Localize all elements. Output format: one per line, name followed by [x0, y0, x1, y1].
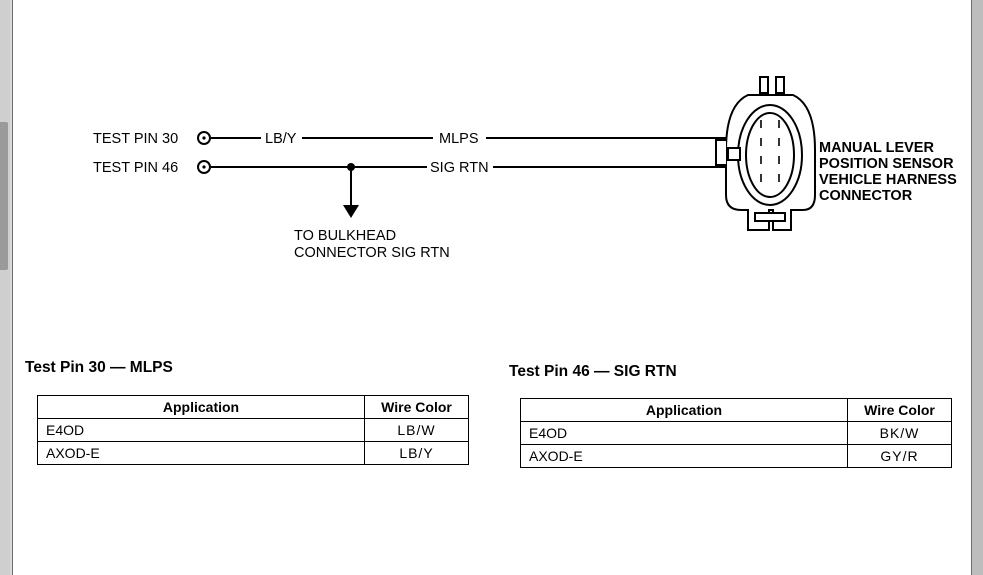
bulkhead-note-line-2: CONNECTOR SIG RTN — [294, 245, 450, 261]
table-title-pin-30: Test Pin 30 — MLPS — [25, 359, 173, 376]
wire-color-cell: LB/Y — [364, 441, 469, 465]
bulkhead-note-line-1: TO BULKHEAD — [294, 228, 396, 244]
application-cell: AXOD-E — [520, 444, 848, 468]
wire-color-cell: GY/R — [847, 444, 952, 468]
scrollbar-thumb[interactable] — [0, 122, 8, 270]
connector-label-line-2: POSITION SENSOR — [819, 156, 954, 172]
connector-label-line-3: VEHICLE HARNESS — [819, 172, 957, 188]
right-gutter — [972, 0, 983, 575]
application-cell: AXOD-E — [37, 441, 365, 465]
wire-color-table-pin-30: Application Wire Color E4OD LB/W AXOD-E … — [37, 395, 469, 465]
wire-color-label: LB/Y — [265, 131, 297, 147]
connector-label-line-1: MANUAL LEVER — [819, 140, 934, 156]
wire-color-cell: BK/W — [847, 421, 952, 445]
connector-label: MANUAL LEVER POSITION SENSOR VEHICLE HAR… — [819, 140, 957, 204]
test-pin-46-terminal — [197, 160, 211, 174]
sig-rtn-label: SIG RTN — [430, 160, 489, 176]
table-title-pin-46: Test Pin 46 — SIG RTN — [509, 363, 677, 380]
table-row: AXOD-E GY/R — [520, 444, 952, 468]
column-header-application: Application — [520, 398, 848, 422]
document-page: TEST PIN 30 TEST PIN 46 LB/Y MLPS SIG RT… — [12, 0, 972, 575]
wire-color-cell: LB/W — [364, 418, 469, 442]
test-pin-30-label: TEST PIN 30 — [93, 131, 178, 147]
left-scroll-gutter — [0, 0, 10, 575]
test-pin-46-label: TEST PIN 46 — [93, 160, 178, 176]
column-header-application: Application — [37, 395, 365, 419]
table-row: E4OD BK/W — [520, 421, 952, 445]
table-header-row: Application Wire Color — [520, 398, 952, 422]
application-cell: E4OD — [37, 418, 365, 442]
table-header-row: Application Wire Color — [37, 395, 469, 419]
connector-label-line-4: CONNECTOR — [819, 188, 913, 204]
application-cell: E4OD — [520, 421, 848, 445]
mlps-connector-icon — [715, 76, 816, 231]
table-row: AXOD-E LB/Y — [37, 441, 469, 465]
table-row: E4OD LB/W — [37, 418, 469, 442]
wiring-diagram: TEST PIN 30 TEST PIN 46 LB/Y MLPS SIG RT… — [93, 76, 957, 261]
splice-to-bulkhead — [343, 163, 359, 218]
mlps-label: MLPS — [439, 131, 479, 147]
column-header-wire-color: Wire Color — [364, 395, 469, 419]
wire-color-table-pin-46: Application Wire Color E4OD BK/W AXOD-E … — [520, 398, 952, 468]
test-pin-30-terminal — [197, 131, 211, 145]
column-header-wire-color: Wire Color — [847, 398, 952, 422]
